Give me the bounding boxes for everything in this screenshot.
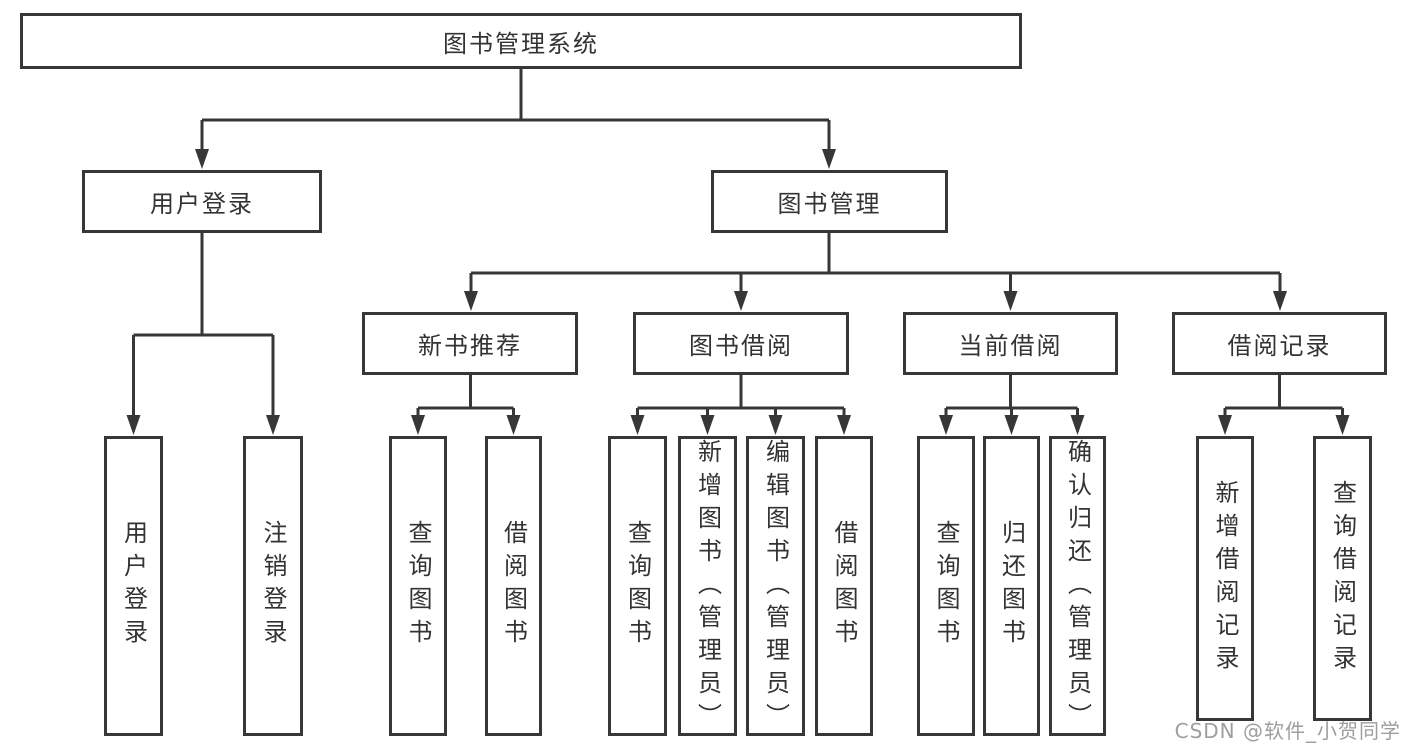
node-label: 用户登录 [150,190,254,218]
arrowhead-icon [1273,291,1287,311]
watermark: CSDN @软件_小贺同学 [1174,719,1401,743]
arrowhead-icon [506,415,521,435]
leaf-add-book-admin: 新增图书（管理员） [678,436,737,736]
leaf-logout-login: 注销登录 [243,436,303,736]
leaf-add-borrow-record: 新增借阅记录 [1196,436,1254,721]
arrowhead-icon [734,291,748,311]
node-label: 归还图书 [997,520,1026,652]
node-label: 图书借阅 [689,332,793,360]
node-label: 查询图书 [932,520,960,652]
node-label: 查询图书 [623,520,652,652]
node-label: 用户登录 [119,520,148,652]
node-label: 新增图书（管理员） [693,439,722,736]
leaf-borrow-books: 借阅图书 [815,436,873,736]
arrowhead-icon [630,415,645,435]
arrowhead-icon [266,415,280,435]
node-label: 借阅记录 [1227,332,1332,360]
node-label: 注销登录 [259,520,287,652]
node-book-borrowing: 图书借阅 [633,312,849,375]
node-label: 图书管理 [777,190,882,218]
arrowhead-icon [1003,291,1018,311]
node-label: 当前借阅 [958,332,1063,360]
leaf-query-books-current: 查询图书 [917,436,975,736]
node-label: 查询图书 [404,520,432,652]
leaf-borrow-books-recommend: 借阅图书 [485,436,542,736]
node-label: 查询借阅记录 [1328,479,1357,678]
leaf-confirm-return-admin: 确认归还（管理员） [1049,436,1106,736]
arrowhead-icon [939,415,953,435]
node-current-borrowing: 当前借阅 [903,312,1118,375]
leaf-query-books-borrowing: 查询图书 [608,436,667,736]
node-root-system: 图书管理系统 [20,13,1022,69]
leaf-query-books-recommend: 查询图书 [389,436,447,736]
node-label: 确认归还（管理员） [1063,439,1092,736]
connector-path [132,69,1344,418]
arrowhead-icon [837,415,851,435]
arrowhead-icon [126,415,141,435]
node-label: 新增借阅记录 [1211,479,1239,678]
arrowhead-icon [1004,415,1019,435]
arrowhead-icon [195,149,209,169]
node-label: 借阅图书 [830,520,858,652]
arrowhead-icon [700,415,715,435]
leaf-user-login: 用户登录 [104,436,163,736]
leaf-edit-book-admin: 编辑图书（管理员） [746,436,805,736]
leaf-return-book: 归还图书 [983,436,1040,736]
arrowhead-icon [1218,415,1232,435]
node-user-login: 用户登录 [82,170,322,233]
node-label: 编辑图书（管理员） [761,439,790,736]
node-label: 新书推荐 [418,332,522,360]
node-label: 借阅图书 [499,520,528,652]
node-new-book-recommend: 新书推荐 [362,312,578,375]
arrowhead-icon [1335,415,1350,435]
arrowhead-icon [768,415,783,435]
node-borrowing-records: 借阅记录 [1172,312,1387,375]
node-book-management: 图书管理 [711,170,948,233]
arrowhead-icon [464,291,478,311]
node-label: 图书管理系统 [443,29,599,58]
arrowhead-icon [411,415,425,435]
arrowhead-icon [822,149,836,169]
leaf-query-borrow-record: 查询借阅记录 [1313,436,1372,721]
arrowhead-icon [1070,415,1085,435]
